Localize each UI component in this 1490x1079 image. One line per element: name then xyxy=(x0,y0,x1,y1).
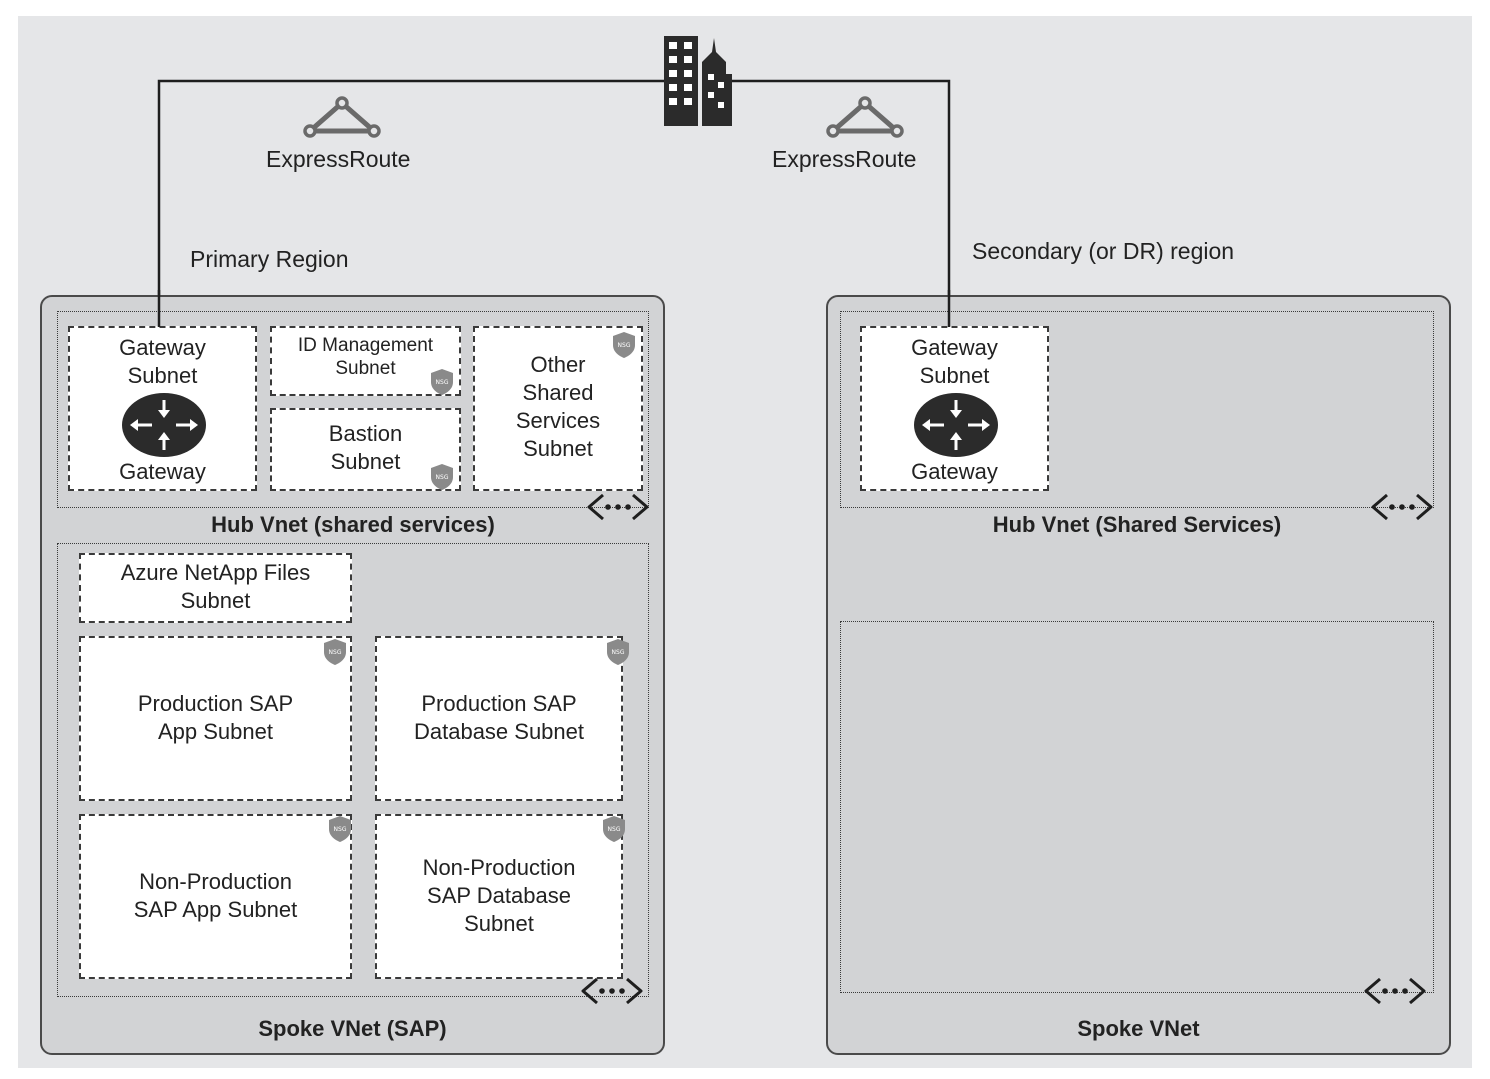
secondary-hub-vnet-title: Hub Vnet (Shared Services) xyxy=(992,512,1282,537)
secondary-spoke-vnet xyxy=(840,621,1434,993)
other-shared-services-subnet: Other Shared Services Subnet xyxy=(473,326,643,491)
expressroute-left-icon xyxy=(303,96,381,138)
primary-spoke-vnet-title: Spoke VNet (SAP) xyxy=(258,1016,447,1041)
nsg-shield-icon: NSG xyxy=(431,369,453,395)
other-shared-line-3: Services xyxy=(515,408,601,433)
prod-db-subnet-title: Production SAP Database Subnet xyxy=(377,690,621,746)
gateway-label: Gateway xyxy=(119,459,206,484)
gateway-subnet-line-2: Subnet xyxy=(127,363,198,388)
nonprod-db-line-3: Subnet xyxy=(464,911,534,936)
gateway-subnet-line-1: Gateway xyxy=(119,335,206,360)
primary-spoke-vnet xyxy=(57,543,649,997)
other-shared-line-2: Shared xyxy=(522,380,594,405)
gateway-router-icon xyxy=(122,393,206,457)
nsg-badge-text: NSG xyxy=(334,826,347,833)
anf-line-2: Subnet xyxy=(180,588,251,613)
nsg-shield-icon: NSG xyxy=(607,639,629,665)
prod-app-subnet-title: Production SAP App Subnet xyxy=(81,690,350,746)
nsg-shield-icon: NSG xyxy=(431,464,453,490)
non-production-sap-database-subnet: Non-Production SAP Database Subnet xyxy=(375,814,623,979)
id-management-line-2: Subnet xyxy=(335,358,396,379)
vnet-peering-icon xyxy=(581,977,643,1005)
production-sap-app-subnet: Production SAP App Subnet xyxy=(79,636,352,801)
primary-hub-vnet xyxy=(57,311,649,508)
gateway-subnet-title: Gateway Subnet xyxy=(70,334,255,390)
nsg-shield-icon: NSG xyxy=(603,816,625,842)
id-management-line-1: ID Management xyxy=(297,335,434,356)
other-shared-line-1: Other xyxy=(530,352,586,377)
nonprod-app-line-2: SAP App Subnet xyxy=(133,897,298,922)
id-management-subnet: ID Management Subnet xyxy=(270,326,461,396)
anf-subnet-title: Azure NetApp Files Subnet xyxy=(81,559,350,615)
secondary-spoke-vnet-title: Spoke VNet xyxy=(1077,1016,1200,1041)
secondary-gateway-label: Gateway xyxy=(911,459,998,484)
bastion-subnet: Bastion Subnet xyxy=(270,408,461,491)
secondary-gateway-subnet-title: Gateway Subnet xyxy=(862,334,1047,390)
expressroute-left-label: ExpressRoute xyxy=(266,146,411,172)
anf-line-1: Azure NetApp Files xyxy=(120,560,311,585)
nonprod-app-line-1: Non-Production xyxy=(139,869,292,894)
nsg-shield-icon: NSG xyxy=(329,816,351,842)
nonprod-db-subnet-title: Non-Production SAP Database Subnet xyxy=(377,854,621,938)
nsg-shield-icon: NSG xyxy=(613,332,635,358)
bastion-line-1: Bastion xyxy=(328,421,403,446)
secondary-gateway-router-icon xyxy=(914,393,998,457)
vnet-peering-icon xyxy=(587,493,649,521)
vnet-peering-icon xyxy=(1371,493,1433,521)
office-building-icon xyxy=(664,36,732,126)
other-shared-line-4: Subnet xyxy=(523,436,593,461)
id-management-subnet-title: ID Management Subnet xyxy=(272,334,459,380)
nsg-badge-text: NSG xyxy=(608,826,621,833)
secondary-region-label: Secondary (or DR) region xyxy=(972,238,1235,264)
nsg-badge-text: NSG xyxy=(436,474,449,481)
secondary-hub-vnet xyxy=(840,311,1434,508)
nsg-badge-text: NSG xyxy=(436,379,449,386)
bastion-subnet-title: Bastion Subnet xyxy=(272,420,459,476)
secondary-gateway-subnet-line-2: Subnet xyxy=(919,363,990,388)
nonprod-db-line-2: SAP Database xyxy=(427,883,571,908)
nsg-badge-text: NSG xyxy=(612,649,625,656)
secondary-gateway-subnet-line-1: Gateway xyxy=(911,335,998,360)
secondary-gateway-subnet: Gateway Subnet Gateway xyxy=(860,326,1049,491)
primary-hub-vnet-title: Hub Vnet (shared services) xyxy=(211,512,495,537)
bastion-line-2: Subnet xyxy=(330,449,401,474)
nsg-badge-text: NSG xyxy=(329,649,342,656)
prod-app-line-1: Production SAP xyxy=(137,691,294,716)
expressroute-right-label: ExpressRoute xyxy=(772,146,917,172)
nonprod-db-line-1: Non-Production xyxy=(422,855,576,880)
vnet-peering-icon xyxy=(1364,977,1426,1005)
prod-db-line-2: Database Subnet xyxy=(413,719,585,744)
nonprod-app-subnet-title: Non-Production SAP App Subnet xyxy=(81,868,350,924)
other-shared-services-title: Other Shared Services Subnet xyxy=(475,351,641,463)
nsg-shield-icon: NSG xyxy=(324,639,346,665)
nsg-badge-text: NSG xyxy=(618,342,631,349)
prod-app-line-2: App Subnet xyxy=(158,719,273,744)
non-production-sap-app-subnet: Non-Production SAP App Subnet xyxy=(79,814,352,979)
prod-db-line-1: Production SAP xyxy=(421,691,577,716)
expressroute-right-icon xyxy=(826,96,904,138)
production-sap-database-subnet: Production SAP Database Subnet xyxy=(375,636,623,801)
primary-region-label: Primary Region xyxy=(190,246,349,272)
primary-gateway-subnet: Gateway Subnet Gateway xyxy=(68,326,257,491)
azure-netapp-files-subnet: Azure NetApp Files Subnet xyxy=(79,553,352,623)
